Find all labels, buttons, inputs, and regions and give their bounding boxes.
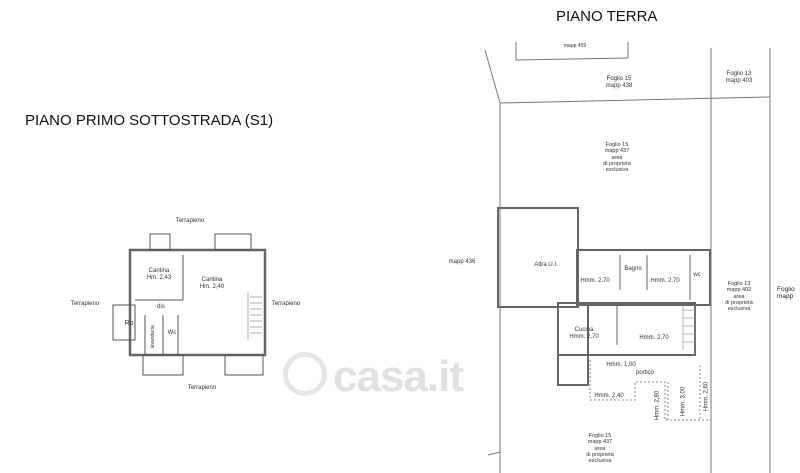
label-dis: dis (157, 304, 165, 310)
watermark: casa.it (333, 352, 464, 401)
label-mapp459: mapp 459 (563, 43, 587, 49)
label-portico-h: Hmm. 1,00 (606, 362, 636, 368)
label-bagno: Bagno (624, 266, 642, 272)
label-soggiorno-h: Hmm. 2,70 (639, 335, 669, 341)
label-terrapieno-bottom: Terrapieno (187, 385, 217, 391)
label-terrapieno-top: Terrapieno (175, 218, 205, 224)
portico-dashed (589, 360, 711, 421)
label-ro: Ro (124, 320, 134, 327)
label-h280: Hmm. 2,80 (654, 390, 661, 421)
label-altra-ui: Altra U.I. (534, 262, 558, 268)
basement-walls (112, 233, 267, 376)
label-lavanderia: lavanderia (150, 325, 157, 349)
label-portico: portico (635, 370, 655, 376)
label-room-h2: Hmm. 2,70 (650, 278, 680, 284)
label-wc-ground: wc (693, 272, 701, 278)
label-h300: Hmm. 3,00 (680, 386, 687, 417)
ground-title: PIANO TERRA (556, 8, 658, 25)
label-h260: Hmm. 2,60 (703, 381, 710, 412)
label-terrapieno-right: Terrapieno (271, 301, 301, 307)
label-wc: Wc (167, 330, 177, 336)
label-h240: Hmm. 2,40 (594, 393, 624, 399)
basement-title: PIANO PRIMO SOTTOSTRADA (S1) (25, 112, 274, 129)
label-mapp436: mapp 436 (448, 259, 476, 265)
label-terrapieno-left: Terrapieno (70, 301, 100, 307)
ground-walls (497, 207, 711, 386)
watermark-house-icon (283, 352, 327, 396)
label-room-h1: Hmm. 2,70 (580, 278, 610, 284)
property-lines (484, 42, 771, 473)
